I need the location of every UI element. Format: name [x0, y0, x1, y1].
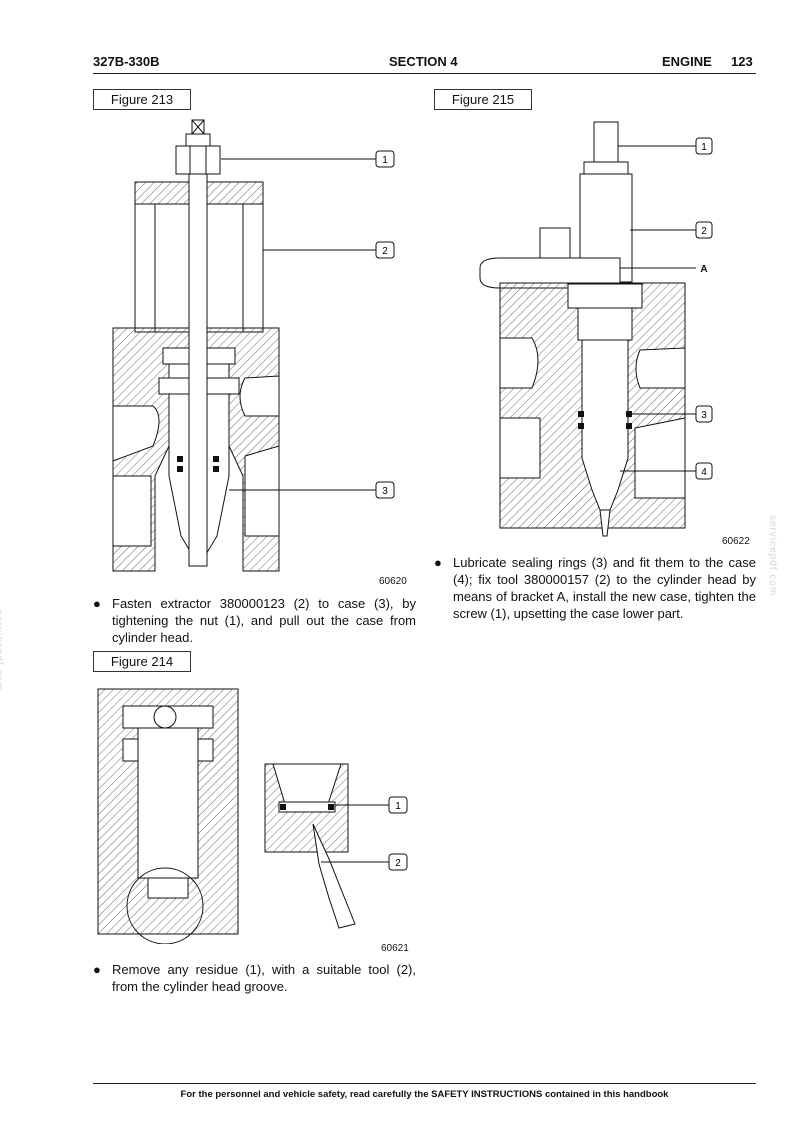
- bullet-icon: ●: [93, 962, 101, 977]
- header-model: 327B-330B: [93, 54, 160, 69]
- fig215-callout-a: A: [700, 264, 707, 275]
- bullet-icon: ●: [434, 555, 442, 570]
- bullet-icon: ●: [93, 596, 101, 611]
- fig214-callout-1: 1: [395, 801, 401, 812]
- figure-214-label: Figure 214: [93, 651, 191, 672]
- header-title: ENGINE: [662, 54, 712, 69]
- fig213-callout-3: 3: [382, 486, 388, 497]
- fig214-instruction: ● Remove any residue (1), with a suitabl…: [93, 962, 416, 994]
- fig215-instruction: ● Lubricate sealing rings (3) and fit th…: [434, 555, 756, 621]
- fig215-callout-3: 3: [701, 410, 707, 421]
- header-section: SECTION 4: [389, 54, 458, 69]
- figure-213-label: Figure 213: [93, 89, 191, 110]
- fig214-callout-2: 2: [395, 858, 401, 869]
- fig213-instruction: ● Fasten extractor 380000123 (2) to case…: [93, 596, 416, 645]
- watermark-left: servicepdf.com: [0, 610, 4, 692]
- fig215-callout-4: 4: [701, 467, 707, 478]
- safety-footer: For the personnel and vehicle safety, re…: [180, 1089, 669, 1100]
- header-rule: [93, 73, 756, 74]
- figure-215-drawing: 1 2 3 4 A: [479, 121, 713, 537]
- figure-213-drawing: 1 2 3: [112, 119, 395, 572]
- figure-215-code: 60622: [722, 536, 750, 547]
- watermark-right: servicepdf.com: [767, 515, 778, 597]
- figure-214-code: 60621: [381, 943, 409, 954]
- fig213-callout-2: 2: [382, 246, 388, 257]
- fig215-callout-2: 2: [701, 226, 707, 237]
- figure-215-label: Figure 215: [434, 89, 532, 110]
- figure-214-drawing: 1 2: [97, 688, 408, 944]
- figure-213-code: 60620: [379, 576, 407, 587]
- fig213-callout-1: 1: [382, 155, 388, 166]
- footer-rule: [93, 1083, 756, 1084]
- page-number: 123: [731, 54, 753, 69]
- fig215-callout-1: 1: [701, 142, 707, 153]
